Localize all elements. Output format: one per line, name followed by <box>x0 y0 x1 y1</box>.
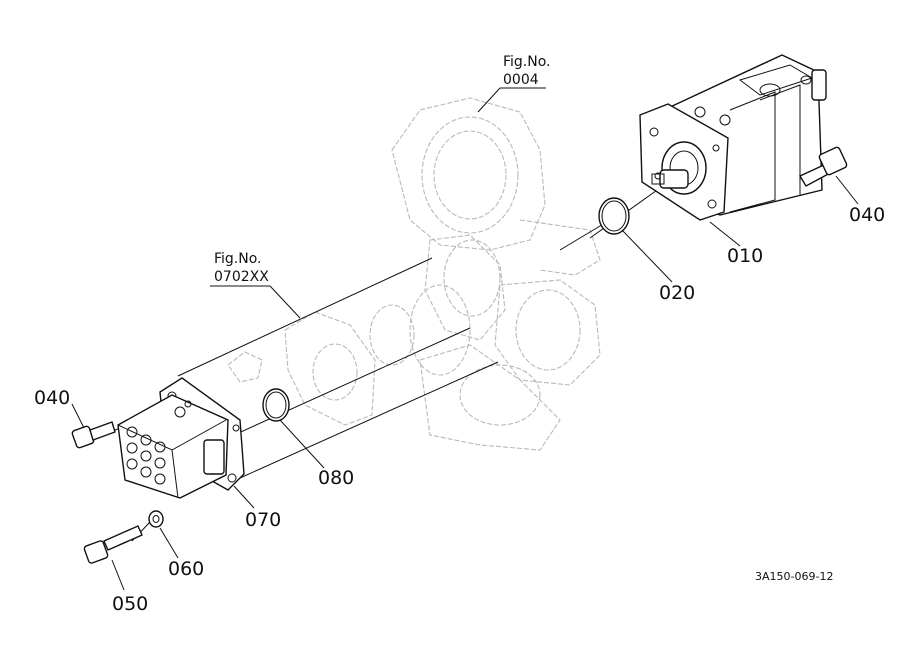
callout-080: 080 <box>318 467 354 489</box>
ghost-housing <box>227 97 601 451</box>
callout-050: 050 <box>112 593 148 615</box>
callout-060: 060 <box>168 558 204 580</box>
o-ring-080 <box>262 388 290 422</box>
drawing-code: 3A150-069-12 <box>755 570 833 583</box>
callout-070: 070 <box>245 509 281 531</box>
callout-010: 010 <box>727 245 763 267</box>
bolt-040-rear <box>798 146 848 187</box>
figure-ref-0702xx: Fig.No. 0702XX <box>210 251 301 319</box>
callout-020: 020 <box>659 282 695 304</box>
callout-040-front: 040 <box>34 387 70 409</box>
front-pump-070 <box>117 377 245 499</box>
callout-leaders <box>71 175 859 591</box>
callout-040-rear: 040 <box>849 204 885 226</box>
fig-ref-number: 0702XX <box>214 269 269 285</box>
fig-ref-prefix: Fig.No. <box>214 251 262 267</box>
bolt-040-front <box>71 421 116 449</box>
washer-060 <box>148 510 164 528</box>
fig-ref-prefix: Fig.No. <box>503 54 551 70</box>
figure-ref-0004: Fig.No. 0004 <box>477 54 551 113</box>
rear-pump-010 <box>639 54 827 221</box>
fig-ref-number: 0004 <box>503 72 539 88</box>
port-holes <box>126 426 166 485</box>
o-ring-020 <box>598 197 630 235</box>
bolt-050 <box>83 525 143 564</box>
